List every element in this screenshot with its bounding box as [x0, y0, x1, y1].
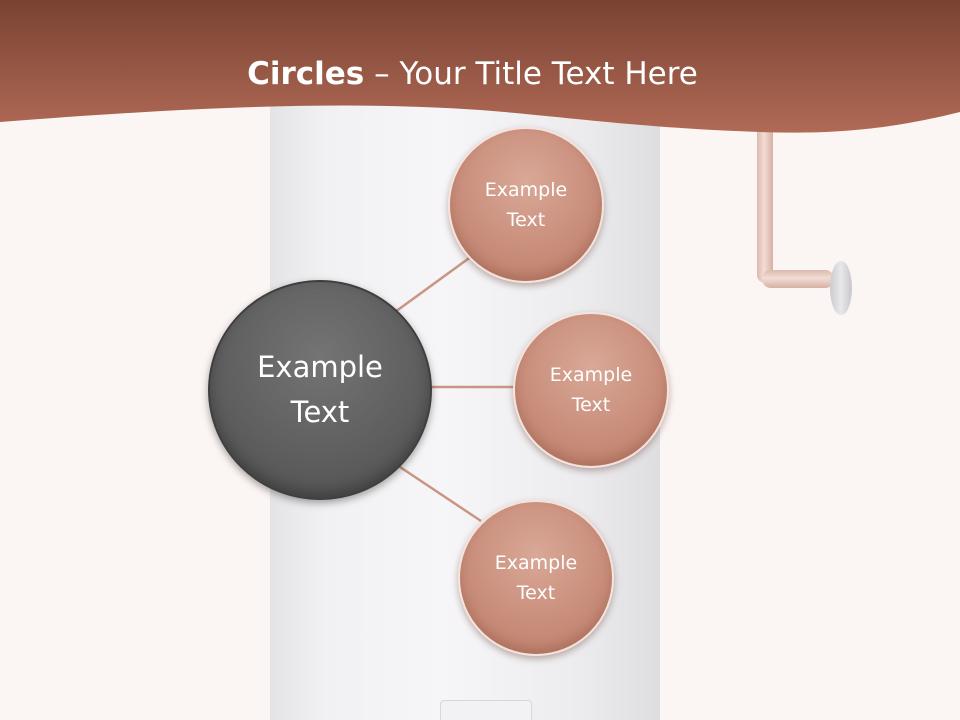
center-circle: Example Text — [208, 280, 432, 500]
satellite-circle-2: Example Text — [513, 312, 669, 468]
satellite-circle-label: Example Text — [484, 179, 568, 231]
satellite-circle-1: Example Text — [448, 127, 604, 283]
title-rest: – Your Title Text Here — [364, 56, 698, 92]
background-pipe-flange — [830, 261, 852, 315]
connector-3 — [396, 463, 482, 523]
satellite-circle-label: Example Text — [549, 364, 633, 416]
title-bold: Circles — [247, 56, 365, 92]
background-tank-base — [440, 700, 532, 720]
connector-1 — [394, 254, 473, 314]
satellite-circle-3: Example Text — [458, 500, 614, 656]
title-banner-shape — [0, 0, 960, 133]
background-pipe-vertical — [757, 118, 773, 283]
background-pipe-horizontal — [762, 270, 834, 288]
satellite-circle-label: Example Text — [494, 552, 578, 604]
center-circle-label: Example Text — [257, 350, 383, 429]
slide-title: Circles – Your Title Text Here — [0, 52, 945, 96]
title-banner: Circles – Your Title Text Here — [0, 0, 960, 140]
